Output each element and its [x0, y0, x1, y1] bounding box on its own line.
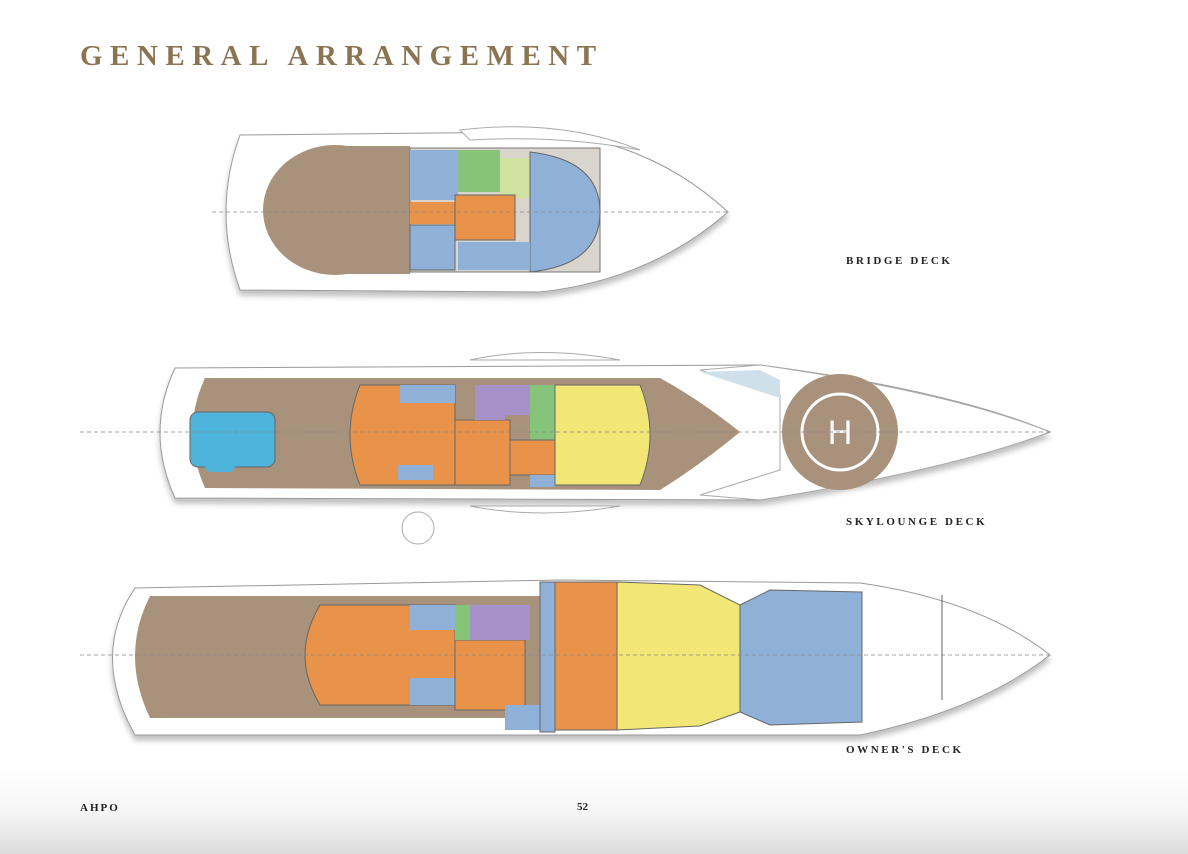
owners-deck-plan — [80, 579, 1051, 736]
page-footer — [0, 770, 1188, 854]
skylounge-deck-plan: H — [80, 352, 1052, 545]
page-number: 52 — [577, 801, 588, 813]
deck-label-owners: OWNER'S DECK — [846, 744, 964, 756]
bridge-deck-plan — [212, 126, 730, 293]
footer-brand: AHPO — [80, 802, 120, 814]
page-title: GENERAL ARRANGEMENT — [80, 40, 604, 72]
deck-label-skylounge: SKYLOUNGE DECK — [846, 516, 988, 528]
deck-label-bridge: BRIDGE DECK — [846, 255, 953, 267]
helipad-mark: H — [828, 414, 853, 452]
